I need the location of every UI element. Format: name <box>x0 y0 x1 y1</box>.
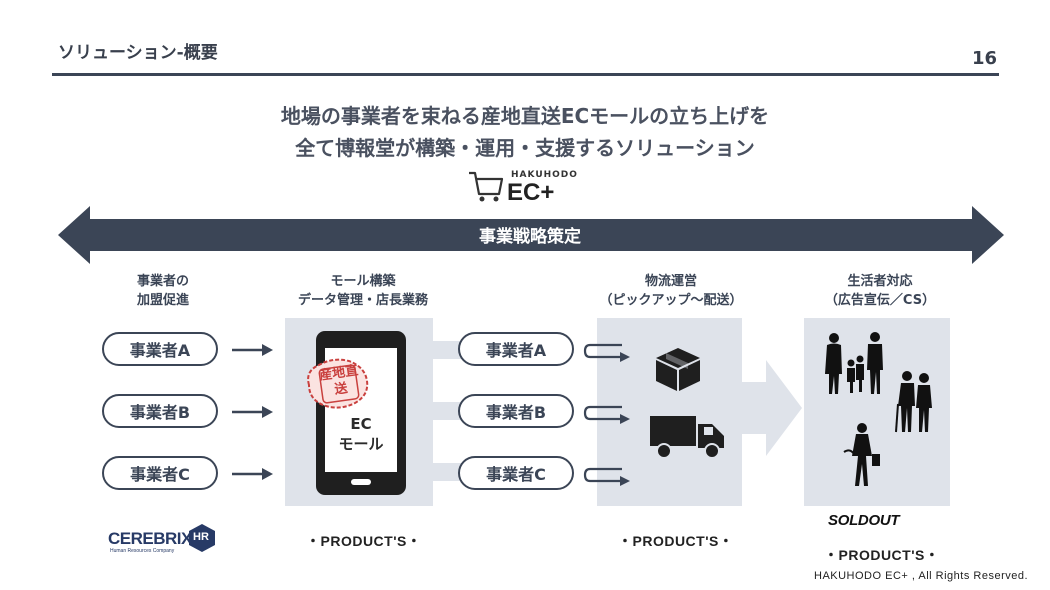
connector-band <box>433 341 463 359</box>
brand-name-small: HAKUHODO <box>511 170 578 180</box>
headline-line-1: 地場の事業者を束ねる産地直送ECモールの立ち上げを <box>280 104 770 128</box>
column-header-line: 加盟促進 <box>136 293 189 308</box>
brand-name-big: EC+ <box>507 179 555 206</box>
column-header-line: モール構築 <box>330 274 396 289</box>
strategy-label: 事業戦略策定 <box>479 227 581 247</box>
shopping-cart-icon <box>469 171 504 202</box>
column-header-line: （ピックアップ〜配送） <box>599 293 743 308</box>
pickup-arrow-icon <box>583 467 630 486</box>
vendor-pill: 事業者C <box>458 456 574 490</box>
pickup-arrow-icon <box>583 405 630 424</box>
cerebrix-badge-text: HR <box>193 531 209 543</box>
vendor-pill: 事業者A <box>102 332 218 366</box>
page-number: 16 <box>972 48 998 69</box>
package-box-icon <box>656 348 700 391</box>
copyright-notice: HAKUHODO EC+ , All Rights Reserved. <box>814 570 1029 582</box>
title-divider <box>52 73 999 76</box>
vendor-pill: 事業者B <box>458 394 574 428</box>
phone-home-button <box>351 479 371 485</box>
column-header-mall: モール構築 データ管理・店長業務 <box>278 272 448 310</box>
slide-title: ソリューション-概要 <box>58 43 218 63</box>
column-header-line: データ管理・店長業務 <box>297 293 428 308</box>
connector-band <box>433 402 463 420</box>
column-header-consumer: 生活者対応 （広告宣伝／CS） <box>800 272 960 310</box>
family-silhouette-icon <box>825 332 883 394</box>
vendor-pill: 事業者C <box>102 456 218 490</box>
cerebrix-tagline: Human Resources Company <box>110 548 175 554</box>
arrow-right-icon <box>232 344 273 356</box>
vendor-pill: 事業者B <box>102 394 218 428</box>
elderly-couple-silhouette-icon <box>895 371 932 433</box>
products-label: ・PRODUCT'S・ <box>824 547 940 563</box>
column-header-recruitment: 事業者の 加盟促進 <box>108 272 218 310</box>
ec-mall-label-line: EC <box>350 415 372 433</box>
column-header-line: 物流運営 <box>644 274 697 289</box>
woman-shopping-silhouette-icon <box>843 423 880 486</box>
arrow-right-icon <box>232 406 273 418</box>
cerebrix-wordmark: CEREBRIX <box>108 529 192 548</box>
hakuhodo-ec-plus-logo: HAKUHODO EC+ <box>467 168 587 208</box>
column-header-line: 事業者の <box>136 274 189 289</box>
headline-line-2: 全て博報堂が構築・運用・支援するソリューション <box>295 136 755 160</box>
logistics-block <box>597 318 742 506</box>
pickup-arrow-icon <box>583 343 630 362</box>
ec-mall-label: EC モール <box>316 414 406 454</box>
soldout-logo: SOLDOUT <box>828 512 900 529</box>
column-header-line: （広告宣伝／CS） <box>824 293 936 308</box>
hr-hexagon-icon <box>189 524 215 552</box>
column-header-line: 生活者対応 <box>847 274 913 289</box>
ec-mall-label-line: モール <box>338 435 384 453</box>
strategy-arrow-band <box>58 206 1004 264</box>
products-label: ・PRODUCT'S・ <box>618 533 734 549</box>
arrow-right-icon <box>232 468 273 480</box>
flow-chevron-arrow <box>742 360 802 456</box>
vendor-pill: 事業者A <box>458 332 574 366</box>
delivery-truck-icon <box>650 416 724 459</box>
stamp-icon <box>307 358 369 409</box>
products-label: ・PRODUCT'S・ <box>306 533 422 549</box>
connector-band <box>433 463 463 481</box>
column-header-logistics: 物流運営 （ピックアップ〜配送） <box>586 272 756 310</box>
stamp-text: 産地直送 <box>318 363 360 398</box>
